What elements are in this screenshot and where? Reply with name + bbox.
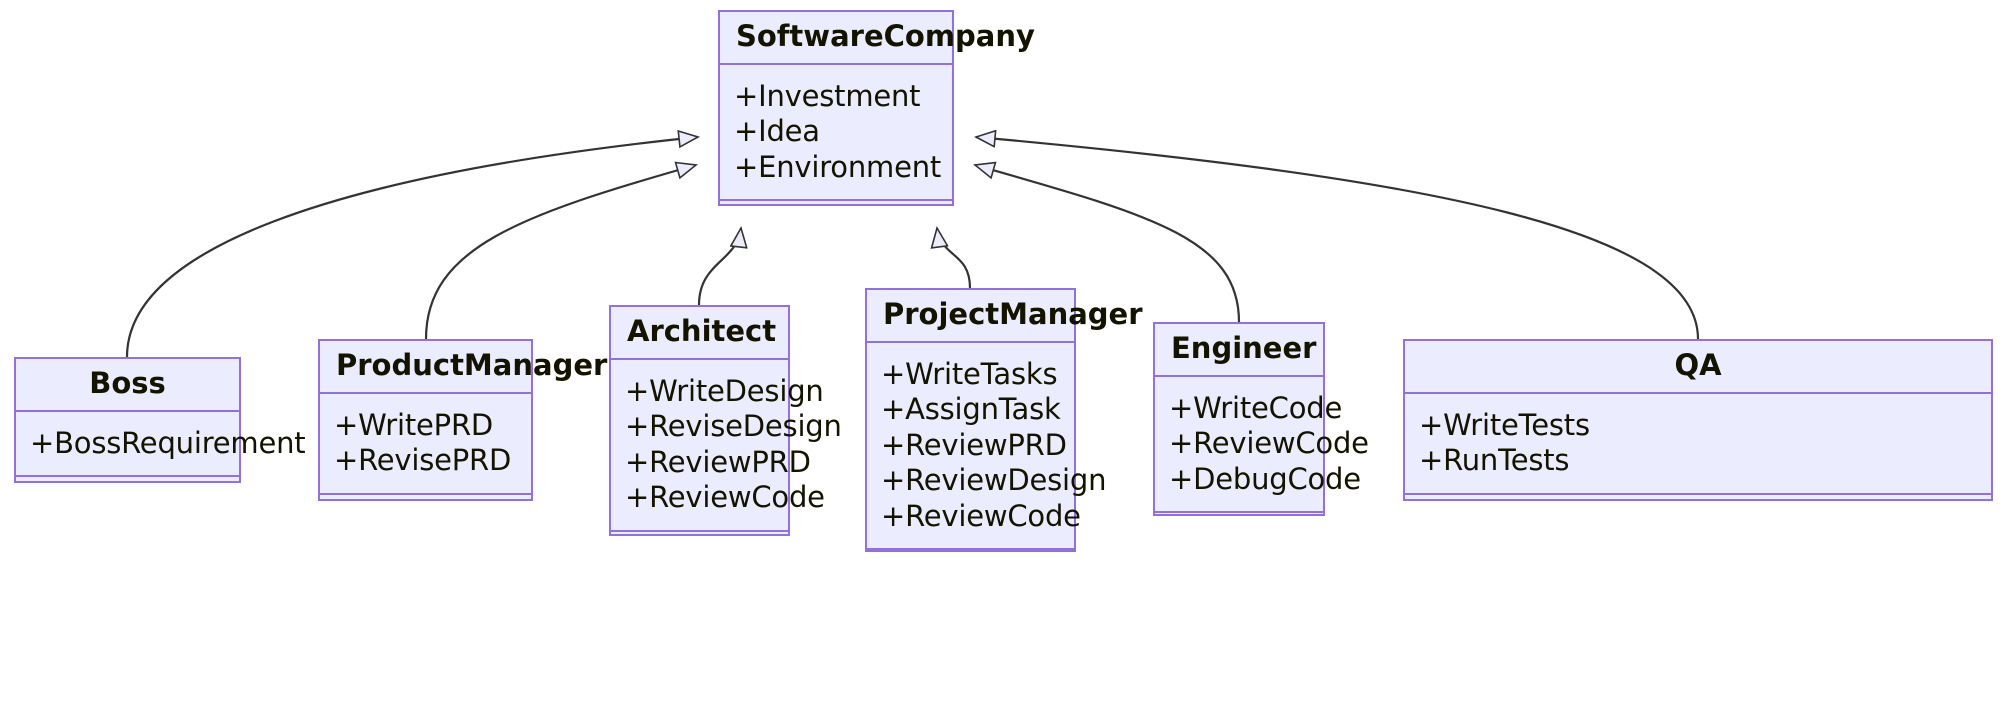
class-node-software-company[interactable]: SoftwareCompany +Investment +Idea +Envir… xyxy=(718,10,1035,206)
edge-projectmanager-to-softwarecompany xyxy=(937,228,972,289)
class-attribute: +ReviewPRD xyxy=(625,444,811,479)
class-attribute: +ReviewCode xyxy=(1169,426,1369,461)
class-attribute: +ReviewCode xyxy=(881,498,1081,533)
class-attribute: +ReviewDesign xyxy=(881,463,1107,498)
class-attribute: +ReviewCode xyxy=(625,480,825,515)
class-divider xyxy=(611,529,788,532)
class-title-project-manager: ProjectManager xyxy=(883,297,1143,331)
class-divider xyxy=(320,492,531,495)
class-divider xyxy=(1155,511,1323,514)
class-attributes-architect: +WriteDesign +ReviseDesign +ReviewPRD +R… xyxy=(611,360,842,530)
class-divider xyxy=(867,341,1074,343)
class-attribute: +WriteTests xyxy=(1419,408,1590,442)
class-divider xyxy=(16,475,239,478)
class-attribute: +AssignTask xyxy=(881,392,1061,427)
class-attribute: +RunTests xyxy=(1419,443,1570,478)
class-attributes-software-company: +Investment +Idea +Environment xyxy=(720,65,952,199)
class-methods-engineer xyxy=(1155,513,1323,514)
class-divider xyxy=(720,199,952,202)
class-divider xyxy=(16,410,239,412)
class-title-architect: Architect xyxy=(627,314,777,348)
class-attributes-product-manager: +WritePRD +RevisePRD xyxy=(320,394,531,493)
class-attribute: +Investment xyxy=(734,79,921,113)
class-methods-boss xyxy=(16,477,239,481)
class-attribute: +BossRequirement xyxy=(30,426,306,460)
class-divider xyxy=(720,63,952,65)
class-attribute: +ReviseDesign xyxy=(625,409,842,444)
class-divider xyxy=(867,547,1074,550)
class-attribute: +ReviewPRD xyxy=(881,427,1067,462)
class-divider xyxy=(1405,492,1991,495)
class-divider xyxy=(611,358,788,360)
class-attribute: +Idea xyxy=(734,114,820,149)
class-title-software-company: SoftwareCompany xyxy=(736,19,1035,53)
class-methods-qa xyxy=(1405,495,1991,499)
class-node-qa[interactable]: QA +WriteTests +RunTests xyxy=(1403,339,1993,501)
class-attribute: +WriteDesign xyxy=(625,374,824,408)
class-attribute: +DebugCode xyxy=(1169,461,1361,496)
class-attributes-project-manager: +WriteTasks +AssignTask +ReviewPRD +Revi… xyxy=(867,343,1107,548)
class-node-project-manager[interactable]: ProjectManager +WriteTasks +AssignTask +… xyxy=(865,288,1143,552)
class-methods-software-company xyxy=(720,201,952,204)
class-node-product-manager[interactable]: ProductManager +WritePRD +RevisePRD xyxy=(318,339,608,501)
class-attribute: +WriteTasks xyxy=(881,357,1058,391)
class-divider xyxy=(320,392,531,394)
class-attributes-boss: +BossRequirement xyxy=(16,412,306,475)
class-attributes-qa: +WriteTests +RunTests xyxy=(1405,394,1991,493)
class-node-engineer[interactable]: Engineer +WriteCode +ReviewCode +DebugCo… xyxy=(1153,322,1369,516)
class-title-qa: QA xyxy=(1674,348,1722,382)
class-attribute: +RevisePRD xyxy=(334,443,512,478)
class-divider xyxy=(1155,375,1323,377)
class-attribute: +WritePRD xyxy=(334,408,494,442)
class-attribute: +Environment xyxy=(734,149,942,184)
class-divider xyxy=(1405,392,1991,394)
class-node-boss[interactable]: Boss +BossRequirement xyxy=(14,357,306,483)
class-attribute: +WriteCode xyxy=(1169,391,1343,425)
class-methods-architect xyxy=(611,532,788,535)
class-title-boss: Boss xyxy=(89,366,166,400)
class-title-engineer: Engineer xyxy=(1171,331,1317,365)
class-node-architect[interactable]: Architect +WriteDesign +ReviseDesign +Re… xyxy=(609,305,842,536)
edge-architect-to-softwarecompany xyxy=(697,228,741,306)
class-title-product-manager: ProductManager xyxy=(336,348,608,382)
class-attributes-engineer: +WriteCode +ReviewCode +DebugCode xyxy=(1155,377,1369,511)
class-methods-product-manager xyxy=(320,495,531,499)
